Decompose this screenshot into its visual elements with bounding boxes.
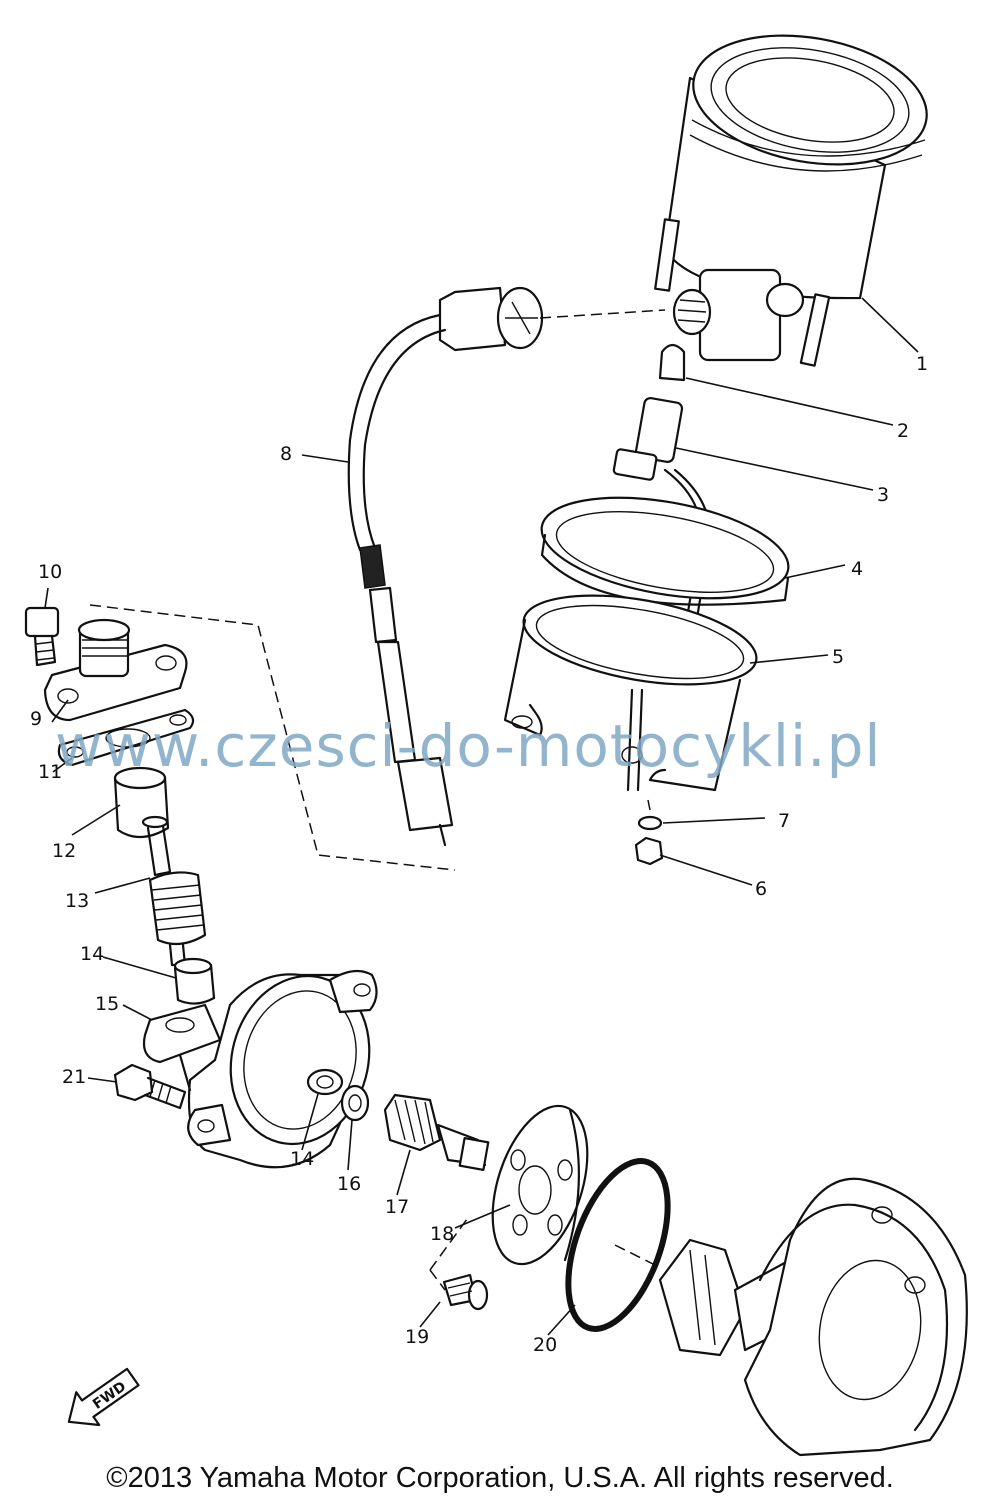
callout-5: 5 [832, 646, 844, 668]
callout-10: 10 [38, 561, 62, 583]
gear-housing-part-15 [142, 969, 378, 1169]
watermark: www.czesci-do-motocykli.pl [55, 712, 882, 780]
housing-part-9 [43, 618, 188, 722]
callout-20: 20 [533, 1334, 557, 1356]
callout-18: 18 [430, 1223, 454, 1245]
callout-3: 3 [877, 484, 889, 506]
callout-6: 6 [755, 878, 767, 900]
washer-part-16 [340, 1084, 370, 1122]
callout-4: 4 [851, 558, 863, 580]
callout-2: 2 [897, 420, 909, 442]
callout-9: 9 [30, 708, 42, 730]
callout-14-upper: 14 [80, 943, 104, 965]
bolt-part-21 [113, 1063, 187, 1110]
callout-14-lower: 14 [290, 1148, 314, 1170]
bushing-part-14-upper [173, 957, 216, 1005]
bulb-part-2 [658, 343, 686, 382]
meter-assembly-part-1 [654, 34, 928, 367]
washer-part-7 [637, 815, 663, 831]
callout-13: 13 [65, 890, 89, 912]
wheel-hub [658, 1177, 968, 1457]
callout-numbers: 1 2 3 4 5 7 6 8 10 9 11 12 13 14 15 21 1… [30, 353, 928, 1356]
meter-cable-part-8 [347, 286, 544, 847]
callout-11: 11 [38, 761, 62, 783]
drive-gear-part-17 [383, 1093, 490, 1171]
callout-17: 17 [385, 1196, 409, 1218]
callout-1: 1 [916, 353, 928, 375]
leader-lines [44, 297, 919, 1336]
callout-21: 21 [62, 1066, 86, 1088]
callout-12: 12 [52, 840, 76, 862]
o-ring-part-20 [565, 1158, 671, 1332]
damper-ring-part-4 [540, 496, 790, 606]
bolt-part-10 [24, 606, 60, 667]
callout-15: 15 [95, 993, 119, 1015]
callout-7: 7 [778, 810, 790, 832]
bulb-socket-part-3 [612, 397, 712, 662]
fwd-arrow-icon: FWD [67, 1367, 140, 1427]
callout-8: 8 [280, 443, 292, 465]
callout-19: 19 [405, 1326, 429, 1348]
bracket-part-5 [503, 594, 758, 792]
plate-part-18 [491, 1104, 589, 1266]
nut-part-6 [634, 836, 664, 866]
callout-16: 16 [337, 1173, 361, 1195]
bushing-part-14-lower [306, 1068, 344, 1096]
screw-part-19 [442, 1273, 489, 1311]
gasket-part-11 [57, 708, 195, 767]
copyright-notice: ©2013 Yamaha Motor Corporation, U.S.A. A… [106, 1462, 894, 1494]
driven-gear-part-13 [141, 815, 207, 967]
